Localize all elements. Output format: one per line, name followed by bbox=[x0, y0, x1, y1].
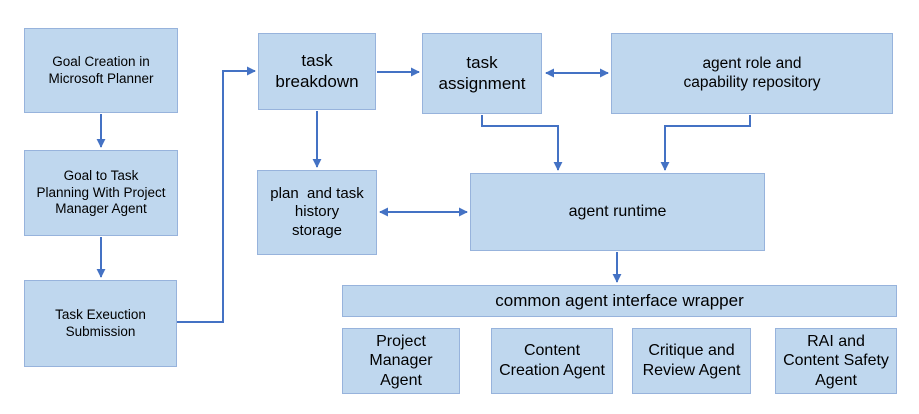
node-agent-role-repository-label: agent role and capability repository bbox=[683, 54, 821, 91]
node-task-assignment: task assignment bbox=[422, 33, 542, 114]
node-agent-role-and-capability-repository: agent role and capability repository bbox=[611, 33, 893, 114]
node-plan-and-task-history-storage: plan and task history storage bbox=[257, 170, 377, 255]
node-goal-creation-label: Goal Creation in Microsoft Planner bbox=[48, 54, 154, 86]
node-task-breakdown-label: task breakdown bbox=[275, 50, 359, 91]
node-critique-and-review-agent: Critique and Review Agent bbox=[632, 328, 751, 394]
arrow-task-assignment-to-agent-runtime bbox=[481, 115, 563, 171]
node-goal-to-task-planning: Goal to Task Planning With Project Manag… bbox=[24, 150, 178, 236]
arrow-task-execution-to-task-breakdown bbox=[177, 66, 256, 323]
node-rai-content-safety-agent-label: RAI and Content Safety Agent bbox=[783, 332, 889, 389]
node-task-assignment-label: task assignment bbox=[438, 52, 526, 93]
node-goal-creation: Goal Creation in Microsoft Planner bbox=[24, 28, 178, 113]
node-content-creation-agent: Content Creation Agent bbox=[491, 328, 613, 394]
node-agent-runtime: agent runtime bbox=[470, 173, 765, 251]
node-project-manager-agent: Project Manager Agent bbox=[342, 328, 460, 394]
node-plan-task-history-storage-label: plan and task history storage bbox=[270, 185, 364, 239]
node-rai-content-safety-agent: RAI and Content Safety Agent bbox=[775, 328, 897, 394]
node-goal-to-task-planning-label: Goal to Task Planning With Project Manag… bbox=[36, 168, 166, 217]
node-common-agent-interface-wrapper: common agent interface wrapper bbox=[342, 285, 897, 317]
node-task-breakdown: task breakdown bbox=[258, 33, 376, 110]
node-task-execution-submission-label: Task Exeuction Submission bbox=[55, 307, 146, 339]
arrow-repository-to-agent-runtime bbox=[660, 115, 751, 171]
node-project-manager-agent-label: Project Manager Agent bbox=[369, 332, 433, 389]
node-critique-review-agent-label: Critique and Review Agent bbox=[642, 342, 741, 379]
node-content-creation-agent-label: Content Creation Agent bbox=[499, 342, 605, 379]
node-agent-runtime-label: agent runtime bbox=[568, 203, 667, 221]
node-common-agent-interface-wrapper-label: common agent interface wrapper bbox=[495, 290, 744, 310]
node-task-execution-submission: Task Exeuction Submission bbox=[24, 280, 177, 367]
